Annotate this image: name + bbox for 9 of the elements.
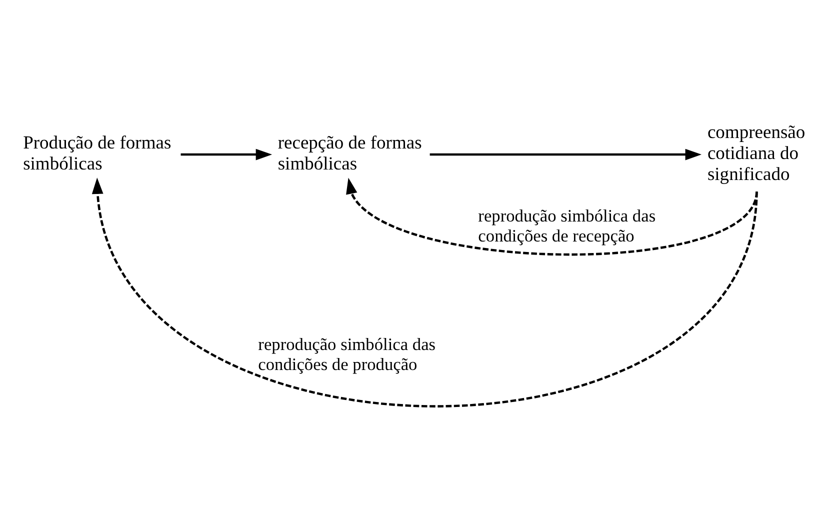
edge-label: reprodução simbólica das condições de produção xyxy=(258,334,436,374)
edge-label: reprodução simbólica das condições de recepção xyxy=(478,206,656,245)
node-text: compreensão cotidiana do significado xyxy=(707,122,806,184)
arrow xyxy=(180,148,272,160)
node-text: Produção de formas simbólicas xyxy=(23,132,172,174)
arrow xyxy=(346,177,758,256)
node-text: recepção de formas simbólicas xyxy=(278,132,422,174)
arrow xyxy=(92,177,758,407)
arrow xyxy=(430,148,702,160)
